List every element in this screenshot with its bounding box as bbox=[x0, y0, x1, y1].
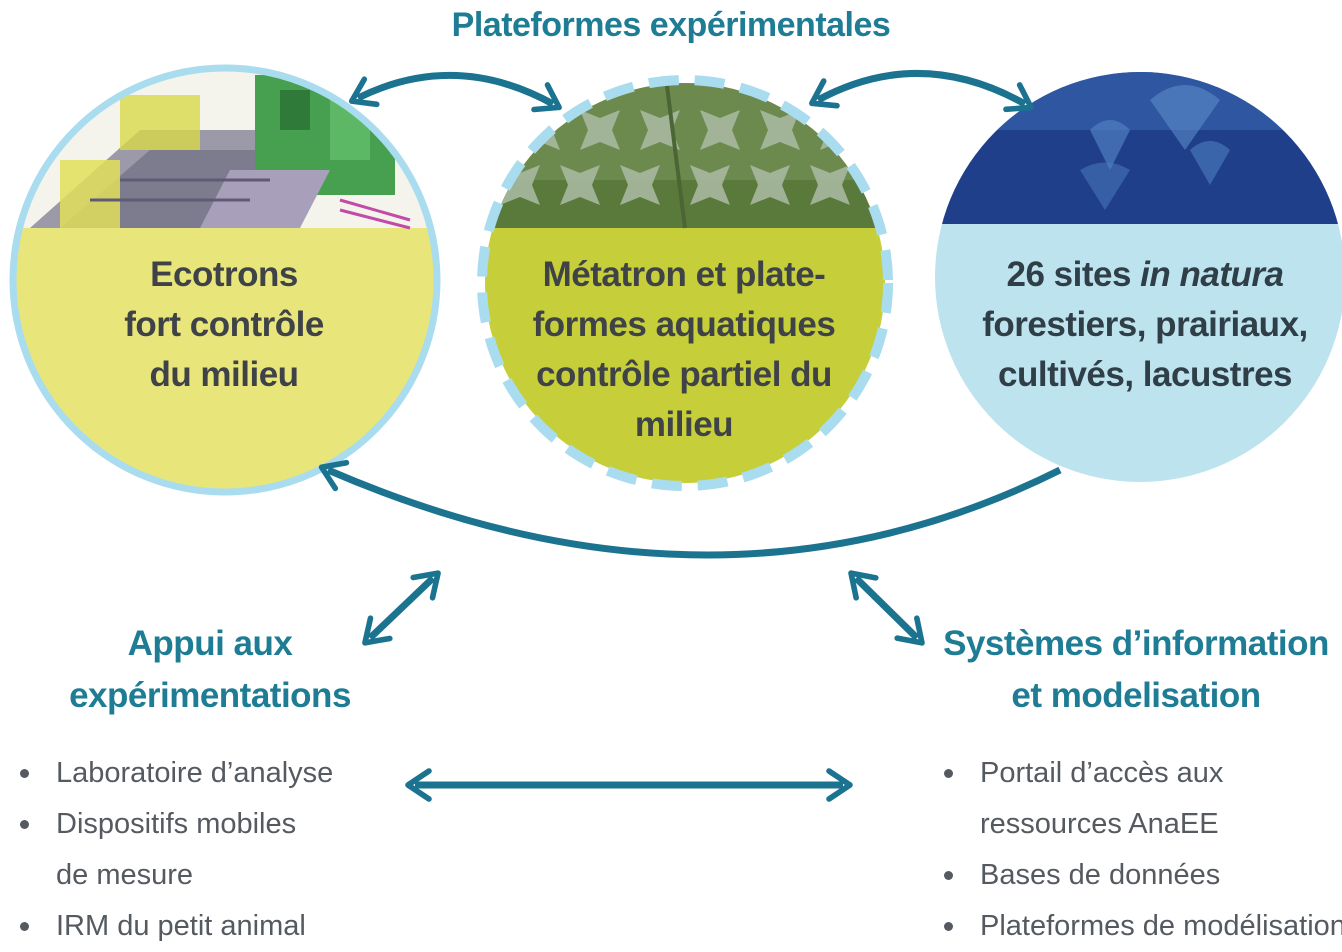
metatron-label: Métatron et plate- formes aquatiques con… bbox=[482, 250, 886, 450]
ecotrons-circle bbox=[9, 64, 441, 496]
list-item: Portail d’accès aux bbox=[936, 748, 1342, 799]
metatron-line: milieu bbox=[634, 405, 734, 444]
arrow-ecotrons-metatron bbox=[348, 71, 562, 113]
sites-label: 26 sites in natura forestiers, prairiaux… bbox=[950, 250, 1340, 400]
ecotrons-line: du milieu bbox=[149, 355, 299, 394]
metatron-line: Métatron et plate- bbox=[542, 255, 826, 294]
list-item: Plateformes de modélisation bbox=[936, 901, 1342, 952]
list-item: Dispositifs mobiles bbox=[12, 799, 372, 850]
sites-line: forestiers, prairiaux, bbox=[982, 305, 1308, 344]
page-title: Plateformes expérimentales bbox=[451, 6, 891, 44]
ecotrons-label: Ecotrons fort contrôle du milieu bbox=[14, 250, 434, 400]
ecotrons-line: fort contrôle bbox=[124, 305, 324, 344]
systemes-list: Portail d’accès aux ressources AnaEE Bas… bbox=[936, 748, 1342, 952]
sites-heading: 26 sites in natura bbox=[950, 250, 1340, 300]
systemes-title: Systèmes d’information et modelisation bbox=[930, 618, 1342, 722]
appui-title-line: Appui aux bbox=[127, 624, 293, 663]
appui-title: Appui aux expérimentations bbox=[40, 618, 380, 722]
arrow-diagonal-right bbox=[848, 570, 925, 646]
sites-line: cultivés, lacustres bbox=[998, 355, 1293, 394]
list-item: IRM du petit animal bbox=[12, 901, 372, 952]
list-item-continuation: ressources AnaEE bbox=[980, 808, 1219, 840]
systemes-title-line: et modelisation bbox=[1011, 676, 1261, 715]
list-item-continuation: de mesure bbox=[56, 859, 194, 891]
sites-count: 26 sites bbox=[1006, 255, 1141, 294]
systemes-title-line: Systèmes d’information bbox=[943, 624, 1329, 663]
list-item: Bases de données bbox=[936, 850, 1342, 901]
metatron-line: contrôle partiel du bbox=[536, 355, 832, 394]
ecotrons-line: Ecotrons bbox=[150, 255, 298, 294]
appui-title-line: expérimentations bbox=[69, 676, 351, 715]
arrow-metatron-sites bbox=[809, 70, 1034, 113]
arrow-diagonal-left bbox=[362, 570, 441, 646]
metatron-line: formes aquatiques bbox=[532, 305, 836, 344]
sites-in-natura: in natura bbox=[1140, 255, 1284, 294]
arrow-sites-ecotrons bbox=[318, 459, 1062, 559]
appui-list: Laboratoire d’analyse Dispositifs mobile… bbox=[12, 748, 372, 952]
ecotron-building-image bbox=[13, 68, 437, 230]
list-item: Laboratoire d’analyse bbox=[12, 748, 372, 799]
